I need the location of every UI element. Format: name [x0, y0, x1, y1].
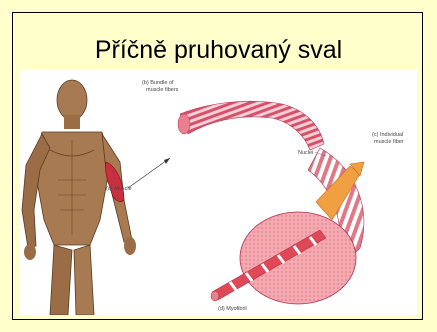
fiber-bundle [178, 101, 324, 150]
label-muscle: (a) Muscle [106, 186, 132, 192]
muscle-illustration: (b) Bundle of muscle fibers Nuclei (c) I… [20, 70, 417, 315]
slide-title: Příčně pruhovaný sval [0, 36, 437, 65]
label-fiber-1: (c) Individual [372, 132, 403, 138]
anatomy-figure [22, 80, 136, 315]
label-myofibril: (d) Myofibril [218, 306, 247, 312]
label-fiber-2: muscle fiber [374, 139, 404, 145]
pointer-line [128, 158, 170, 188]
label-bundle-1: (b) Bundle of [142, 80, 174, 86]
label-bundle-2: muscle fibers [146, 87, 179, 93]
label-nuclei: Nuclei [298, 150, 313, 156]
muscle-fiber [240, 148, 364, 304]
muscle-structure-diagram: (b) Bundle of muscle fibers Nuclei (c) I… [20, 70, 417, 315]
